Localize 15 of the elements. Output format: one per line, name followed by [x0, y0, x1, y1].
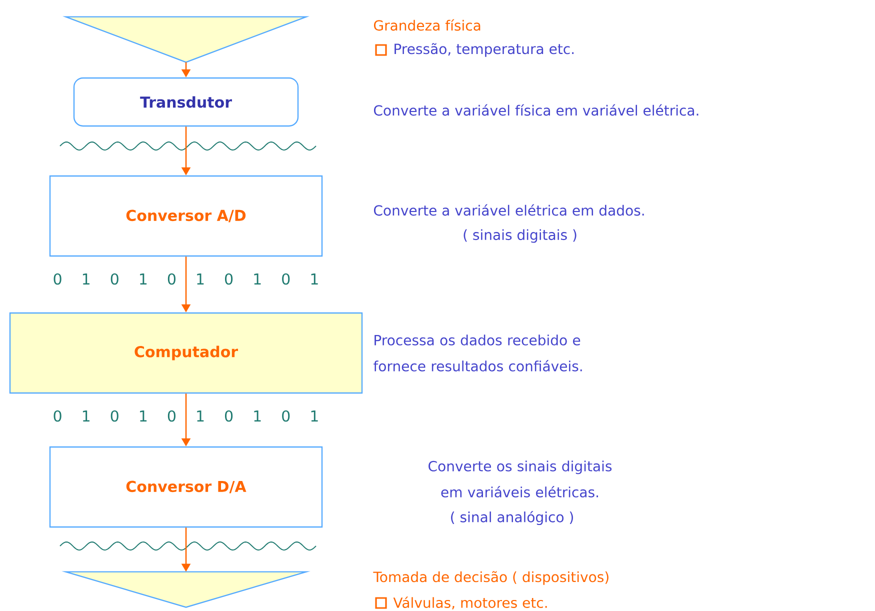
description-text: Tomada de decisão ( dispositivos) [373, 571, 608, 585]
description-text: Grandeza física [374, 19, 480, 31]
description-text: Pressão, temperatura etc. [394, 43, 574, 57]
description-text: Converte a variável física em variável elétrica. [374, 104, 698, 116]
description-text: ( sinais digitais ) [464, 229, 576, 243]
process-box: Conversor D/A [49, 446, 323, 528]
description-text: Converte a variável elétrica em dados. [374, 204, 644, 216]
description-text: Válvulas, motores etc. [393, 596, 547, 610]
bit-sequence: 0 1 0 1 0 1 0 1 0 1 [54, 273, 318, 285]
description-text: ( sinal analógico ) [451, 510, 573, 526]
process-box: Computador [9, 312, 363, 394]
bit-sequence: 0 1 0 1 0 1 0 1 0 1 [54, 410, 318, 422]
description-text: Converte os sinais digitais em variáveis elétricas. [428, 460, 612, 498]
process-box: Transdutor [73, 77, 299, 127]
process-box: Conversor A/D [49, 175, 323, 257]
